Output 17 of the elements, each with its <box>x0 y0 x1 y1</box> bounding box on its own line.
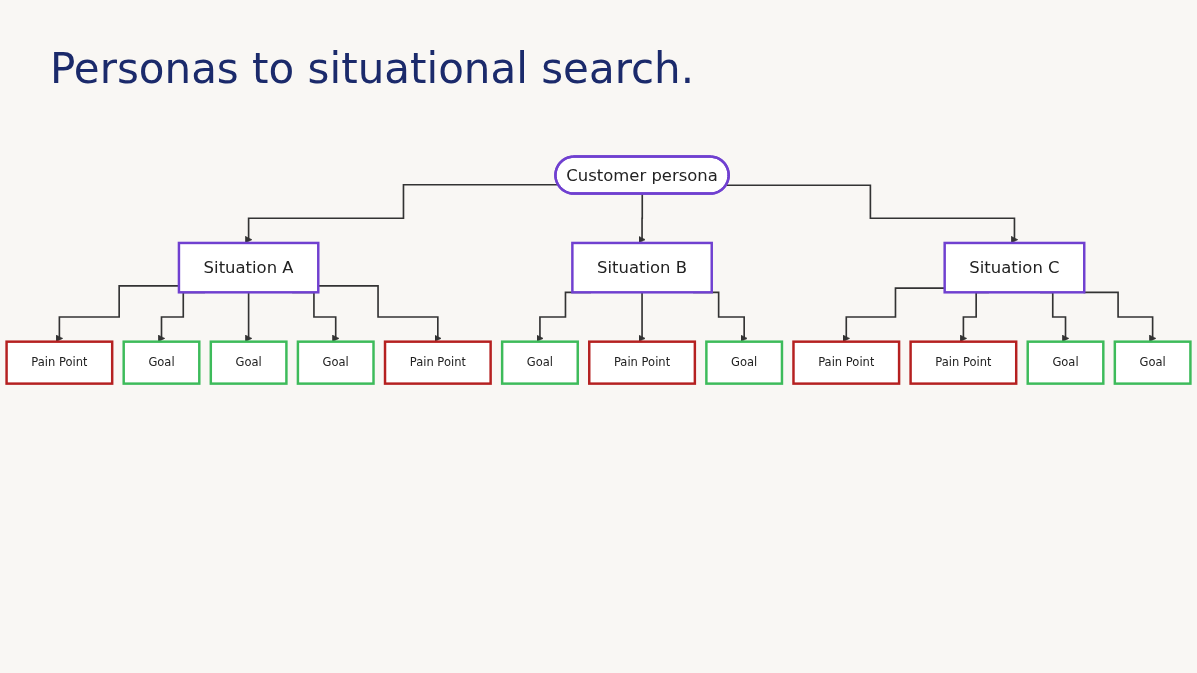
node-box: Goal <box>705 340 784 385</box>
node-box: Pain Point <box>383 340 492 385</box>
node-box: Situation A <box>177 241 320 294</box>
node-box: Goal <box>122 340 201 385</box>
node-box: Pain Point <box>5 340 114 385</box>
node-box: Goal <box>500 340 579 385</box>
node-box: Goal <box>209 340 288 385</box>
node-box: Situation B <box>571 241 713 294</box>
arrow <box>1082 291 1157 342</box>
node-box: Goal <box>296 340 375 385</box>
node-box: Goal <box>1113 340 1192 385</box>
node-box: Goal <box>1026 340 1105 385</box>
slide-title: Personas to situational search. <box>50 44 695 93</box>
node-box: Pain Point <box>588 340 697 385</box>
node-box: Pain Point <box>792 340 901 385</box>
node-box: Pain Point <box>909 340 1018 385</box>
node-box: Situation C <box>943 241 1086 294</box>
